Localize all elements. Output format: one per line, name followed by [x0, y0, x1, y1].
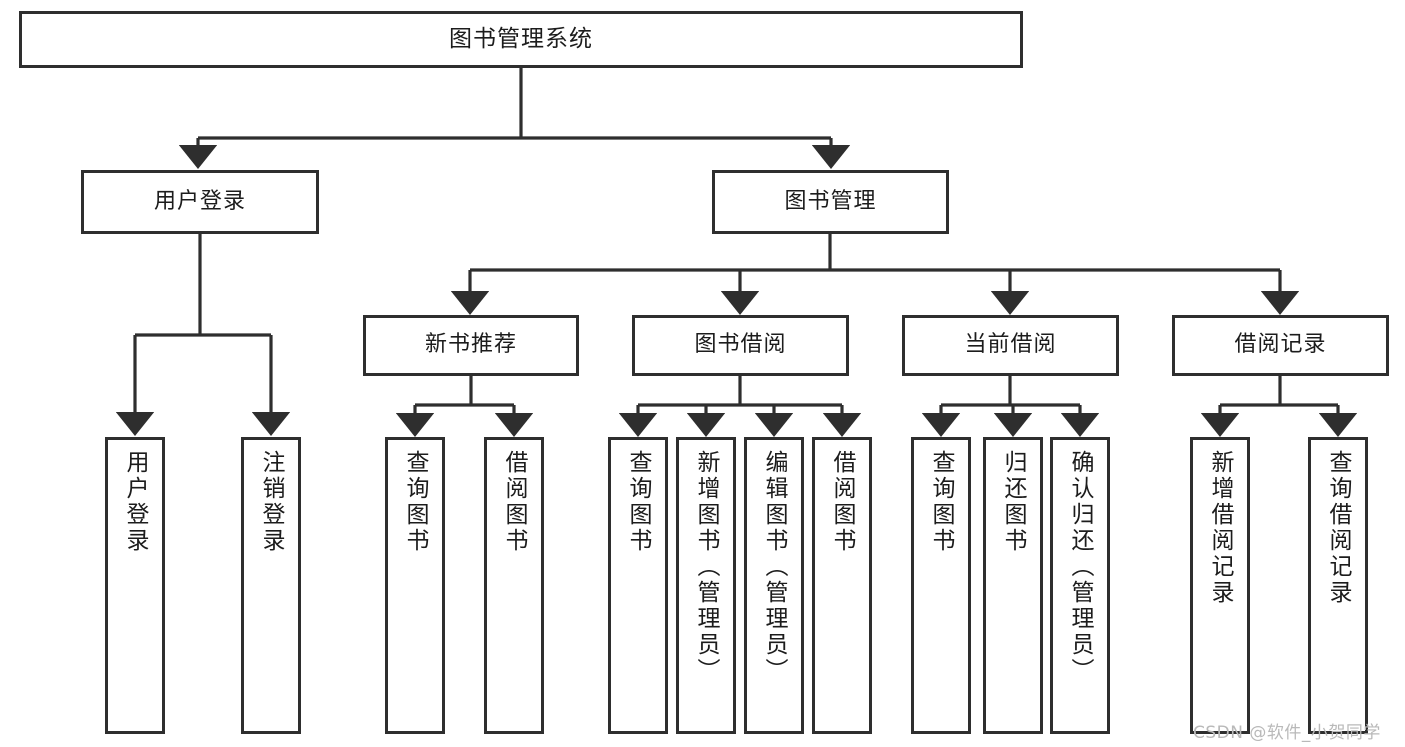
connector-root-to-level2 [178, 68, 851, 169]
connector-borrow-to-leaves [618, 376, 862, 437]
leaf-label: 确认归还（管理员） [1067, 450, 1094, 684]
node-book-borrow[interactable]: 图书借阅 [632, 315, 849, 376]
connector-bookmgmt-to-level3 [450, 234, 1300, 315]
connector-newbook-to-leaves [395, 376, 534, 437]
leaf-confirm-return-admin[interactable]: 确认归还（管理员） [1050, 437, 1110, 734]
node-current-borrow[interactable]: 当前借阅 [902, 315, 1119, 376]
node-book-management[interactable]: 图书管理 [712, 170, 949, 234]
leaf-borrow-book-newbook[interactable]: 借阅图书 [484, 437, 544, 734]
leaf-label: 借阅图书 [501, 450, 528, 554]
leaf-label: 用户登录 [122, 450, 149, 554]
connector-userlogin-to-leaves [115, 234, 291, 436]
leaf-label: 查询图书 [928, 450, 955, 554]
leaf-borrow-book[interactable]: 借阅图书 [812, 437, 872, 734]
node-borrow-record[interactable]: 借阅记录 [1172, 315, 1389, 376]
leaf-query-book-borrow[interactable]: 查询图书 [608, 437, 668, 734]
leaf-logout[interactable]: 注销登录 [241, 437, 301, 734]
leaf-query-book-current[interactable]: 查询图书 [911, 437, 971, 734]
leaf-query-borrow-record[interactable]: 查询借阅记录 [1308, 437, 1368, 734]
leaf-add-borrow-record[interactable]: 新增借阅记录 [1190, 437, 1250, 734]
node-root-system[interactable]: 图书管理系统 [19, 11, 1023, 68]
leaf-edit-book-admin[interactable]: 编辑图书（管理员） [744, 437, 804, 734]
leaf-user-login[interactable]: 用户登录 [105, 437, 165, 734]
leaf-label: 借阅图书 [829, 450, 856, 554]
leaf-label: 新增借阅记录 [1207, 450, 1234, 606]
leaf-return-book[interactable]: 归还图书 [983, 437, 1043, 734]
leaf-label: 注销登录 [258, 450, 285, 554]
leaf-label: 编辑图书（管理员） [761, 450, 788, 684]
node-new-book-recommend[interactable]: 新书推荐 [363, 315, 579, 376]
node-user-login[interactable]: 用户登录 [81, 170, 319, 234]
leaf-query-book-newbook[interactable]: 查询图书 [385, 437, 445, 734]
leaf-label: 归还图书 [1000, 450, 1027, 554]
leaf-label: 查询图书 [402, 450, 429, 554]
leaf-label: 新增图书（管理员） [693, 450, 720, 684]
connector-current-to-leaves [921, 376, 1100, 437]
leaf-add-book-admin[interactable]: 新增图书（管理员） [676, 437, 736, 734]
leaf-label: 查询借阅记录 [1325, 450, 1352, 606]
csdn-watermark: CSDN @软件_小贺同学 [1193, 723, 1381, 743]
connector-record-to-leaves [1200, 376, 1358, 437]
leaf-label: 查询图书 [625, 450, 652, 554]
